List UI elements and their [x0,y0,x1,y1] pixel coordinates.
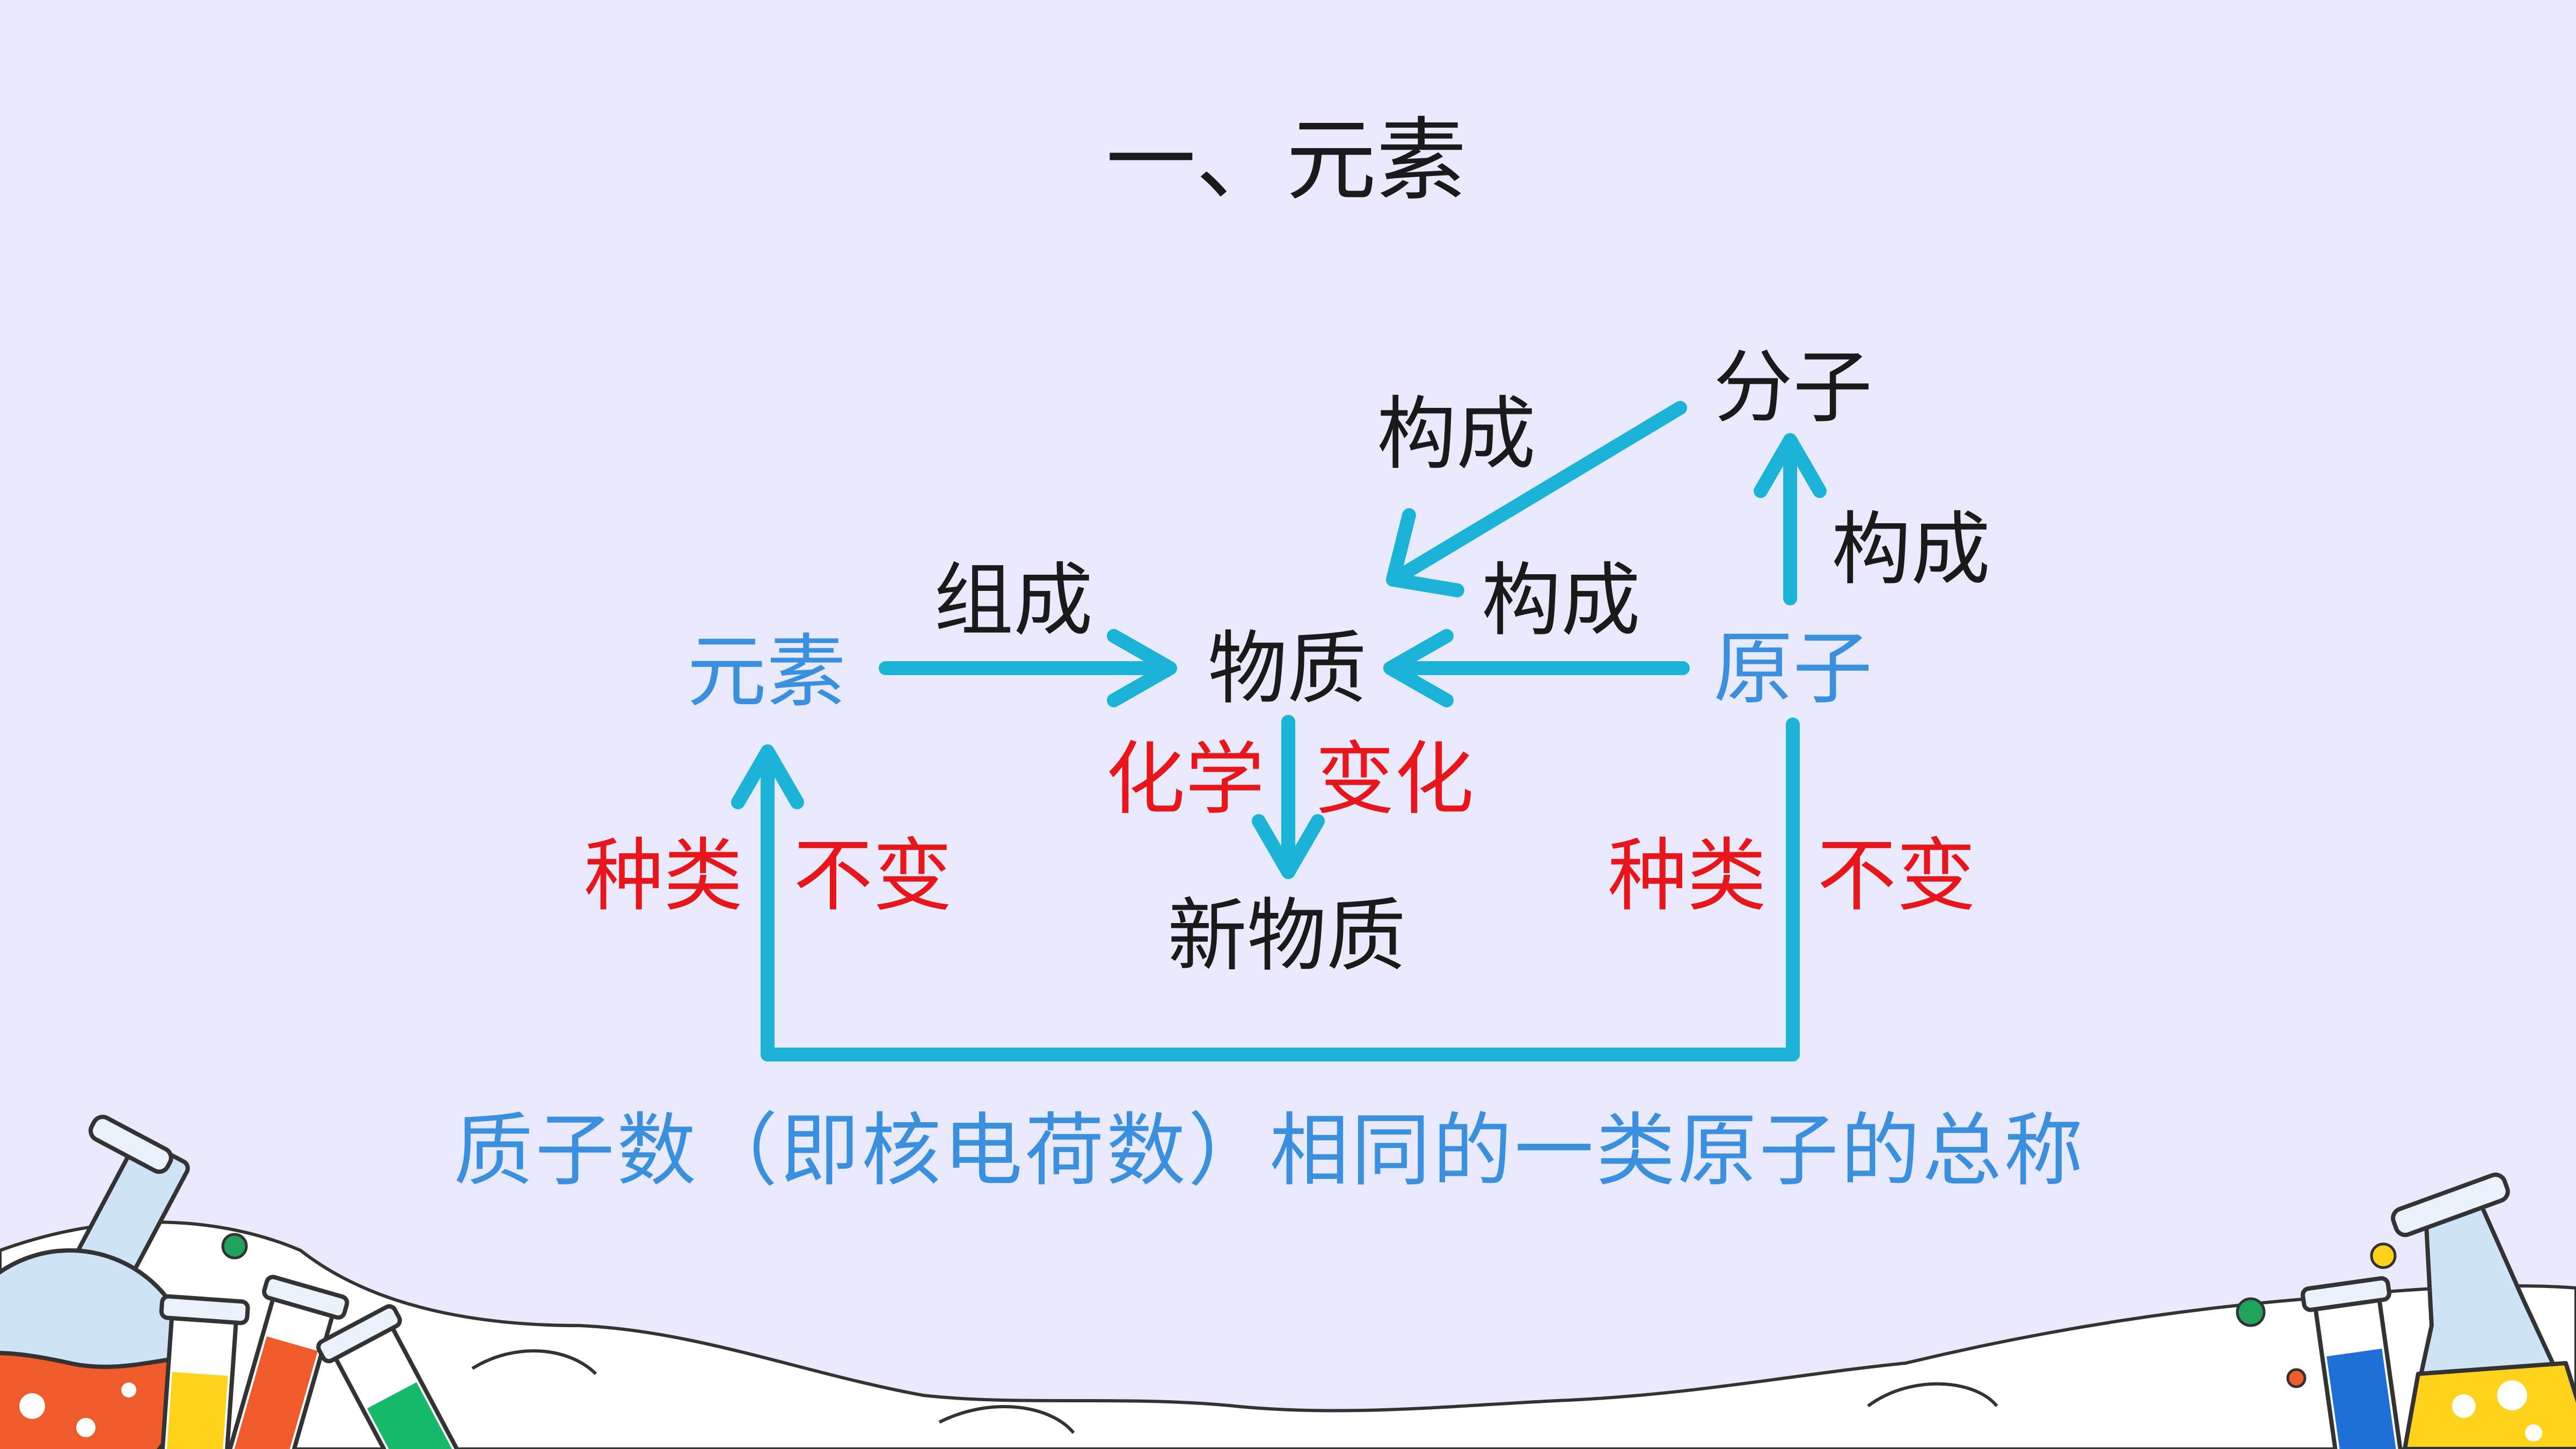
tube-green-rim [316,1304,402,1364]
test-tubes-left [158,1275,468,1449]
invariance-right-kind: 种类 [1608,830,1767,922]
edge-label-atom-to-molecule: 构成 [1831,503,1990,596]
flask-right-bubble-2 [2497,1380,2527,1410]
flask-right-rim [2391,1172,2510,1238]
tube-red-liquid [227,1336,318,1449]
tube-red [222,1275,349,1449]
flask-left-rim [88,1115,173,1174]
invariance-left-kind: 种类 [584,830,743,922]
edge-label-atom-constitute: 构成 [1482,554,1640,647]
flask-left-bubble-3 [121,1382,136,1397]
arrowhead-substance-to-new-substance [1252,814,1325,879]
invariance-right-same: 不变 [1817,830,1976,922]
change-label-left: 化学 [1106,733,1265,825]
tube-yellow-liquid [164,1372,228,1449]
cloud-curl-left [471,1349,597,1375]
cloud-curl-mid [938,1405,1075,1434]
tube-blue-right [2301,1276,2404,1449]
dot-green-left [221,1233,248,1260]
node-atom: 原子 [1713,623,1872,715]
tube-yellow-rim [159,1294,250,1326]
tube-blue-rim [2301,1276,2391,1312]
node-element: 元素 [687,626,846,718]
flask-right-liquid [2403,1361,2576,1449]
arrowhead-atom-to-substance [1383,629,1454,707]
dot-red-right [2286,1368,2307,1388]
page-title: 一、元素 [1106,108,1466,213]
flask-left-bubble-2 [76,1418,96,1437]
cloud-curl-right [1867,1382,1998,1408]
arrow-atom-to-element-loop [761,718,1800,1062]
tube-green-liquid [367,1382,465,1449]
arrowhead-atom-to-element-loop [731,744,804,809]
edge-label-compose: 组成 [934,554,1093,647]
node-new-substance: 新物质 [1167,890,1406,982]
tube-blue-liquid [2326,1349,2398,1449]
node-molecule: 分子 [1713,341,1872,434]
arrows [731,401,1827,1062]
node-substance: 物质 [1208,623,1367,715]
edge-label-molecule-constitute: 构成 [1377,388,1536,480]
flask-right-bubble-1 [2452,1394,2476,1418]
flask-left-bubble-1 [19,1393,45,1419]
cloud-band [0,1220,2576,1449]
bottom-decoration [0,1115,2576,1449]
element-definition: 质子数（即核电荷数）相同的一类原子的总称 [454,1104,2085,1197]
arrowhead-element-to-substance [1107,629,1177,707]
arrow-molecule-to-substance [1391,401,1687,584]
invariance-left-same: 不变 [793,830,952,922]
dot-green-right [2236,1297,2266,1327]
arrowhead-molecule-to-substance [1386,508,1464,597]
dot-yellow-right [2370,1242,2397,1269]
flask-right [2391,1172,2576,1449]
change-label-right: 变化 [1315,733,1474,825]
tube-red-rim [262,1275,349,1320]
arrowhead-atom-to-molecule [1754,433,1827,498]
tube-green [316,1304,468,1449]
flask-right-bubble-3 [2525,1424,2542,1441]
tube-yellow [158,1294,250,1449]
